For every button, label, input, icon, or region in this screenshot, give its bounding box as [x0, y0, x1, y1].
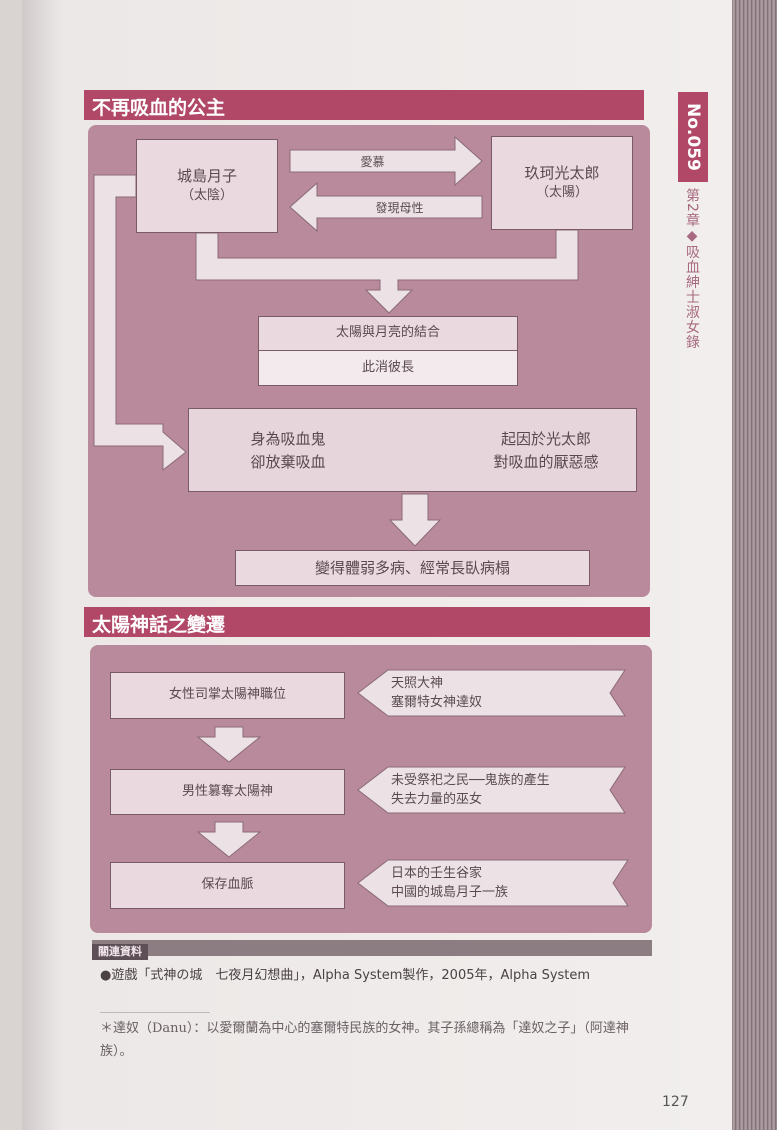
arrow-right-label: 愛慕 — [360, 155, 385, 169]
union-box: 太陽與月亮的結合 — [258, 316, 518, 351]
arrow-right-icon — [289, 135, 483, 187]
page-stack-edge — [732, 0, 777, 1130]
note-line: 未受祭祀之民──鬼族的產生 — [391, 772, 550, 788]
chapter-label: 第2章◆吸血紳士淑女錄 — [684, 188, 700, 350]
page-number: 127 — [662, 1094, 689, 1110]
chevron-banner — [357, 766, 626, 814]
stage-box-3: 保存血脈 — [110, 862, 345, 909]
refusal-text: 身為吸血鬼 卻放棄吸血 — [218, 428, 358, 473]
stage-box-2: 男性篡奪太陽神 — [110, 769, 345, 815]
balance-box: 此消彼長 — [258, 350, 518, 386]
entry-number-tab: No.059 — [678, 92, 708, 182]
related-item: ●遊戲「式神の城 七夜月幻想曲」，Alpha System製作，2005年，Al… — [100, 968, 591, 983]
note-1: 天照大神 塞爾特女神達奴 — [358, 670, 482, 716]
related-bar: 關連資料 — [92, 940, 652, 960]
kotaro-sub: （太陽） — [535, 185, 588, 201]
kotaro-box: 玖珂光太郎 （太陽） — [491, 136, 633, 230]
tsukiko-sub: （太陰） — [180, 188, 233, 204]
footnote-divider — [100, 1012, 210, 1013]
left-loop-arrow — [93, 174, 187, 472]
section1-title: 不再吸血的公主 — [84, 90, 644, 120]
stage-box-1: 女性司掌太陽神職位 — [110, 672, 345, 719]
related-title: 關連資料 — [92, 944, 148, 960]
note-line: 天照大神 — [391, 675, 444, 691]
refusal-box — [188, 408, 637, 492]
note-2: 未受祭祀之民──鬼族的產生 失去力量的巫女 — [358, 767, 550, 813]
cause-text: 起因於光太郎 對吸血的厭惡感 — [476, 428, 616, 473]
note-line: 塞爾特女神達奴 — [391, 695, 483, 710]
refusal-line-2: 卻放棄吸血 — [250, 452, 326, 471]
down-arrow-icon — [196, 821, 262, 858]
chevron-banner — [357, 859, 629, 907]
kotaro-name: 玖珂光太郎 — [524, 164, 600, 183]
note-3: 日本的壬生谷家 中國的城島月子一族 — [358, 860, 508, 906]
cause-line-2: 對吸血的厭惡感 — [493, 452, 599, 471]
cause-line-1: 起因於光太郎 — [500, 430, 591, 448]
tsukiko-box: 城島月子 （太陰） — [136, 139, 278, 233]
arrow-left-icon — [289, 181, 483, 233]
union-connector — [195, 229, 579, 314]
footnote: ＊達奴（Danu）：以愛爾蘭為中心的塞爾特民族的女神。其子孫總稱為「達奴之子」（… — [100, 1021, 629, 1059]
note-line: 失去力量的巫女 — [391, 792, 483, 807]
refusal-line-1: 身為吸血鬼 — [250, 430, 326, 448]
chevron-banner — [357, 669, 626, 717]
note-line: 日本的壬生谷家 — [391, 865, 483, 881]
down-arrow-icon — [196, 726, 262, 763]
note-line: 中國的城島月子一族 — [391, 885, 509, 900]
tsukiko-name: 城島月子 — [176, 167, 237, 186]
down-arrow-icon — [388, 493, 442, 547]
section2-title: 太陽神話之變遷 — [84, 607, 650, 637]
result-box: 變得體弱多病、經常長臥病榻 — [235, 550, 590, 586]
arrow-left-label: 發現母性 — [375, 201, 424, 215]
